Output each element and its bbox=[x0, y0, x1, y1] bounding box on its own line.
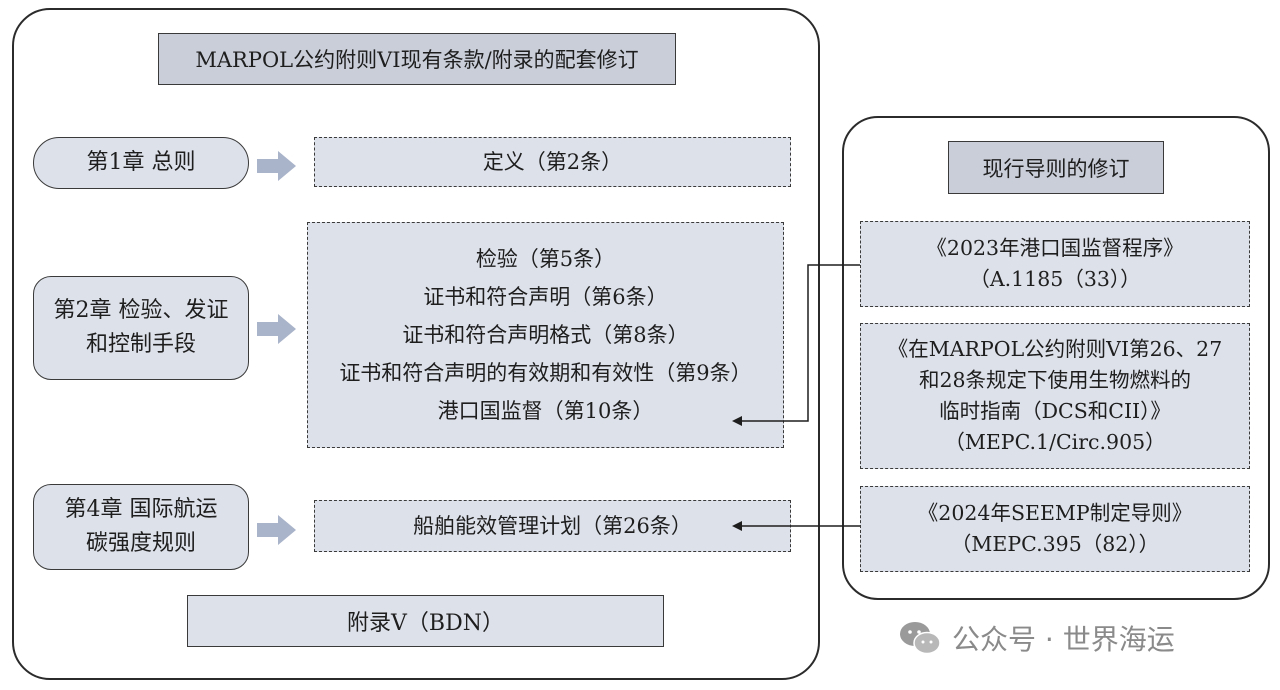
right-panel-title: 现行导则的修订 bbox=[948, 141, 1164, 194]
connector-psc-to-art10 bbox=[732, 264, 860, 426]
guideline-line: 《2024年SEEMP制定导则》 bbox=[917, 501, 1193, 525]
chapter-4-items-box: 船舶能效管理计划（第26条） bbox=[314, 500, 791, 552]
article-item: 检验（第5条） bbox=[475, 247, 616, 271]
guideline-line: 《2023年港口国监督程序》 bbox=[926, 236, 1184, 260]
guideline-box-1: 《2023年港口国监督程序》 （A.1185（33）） bbox=[860, 221, 1250, 307]
article-item: 船舶能效管理计划（第26条） bbox=[413, 514, 692, 538]
guideline-box-2: 《在MARPOL公约附则VI第26、27 和28条规定下使用生物燃料的 临时指南… bbox=[860, 323, 1250, 469]
guideline-line: 临时指南（DCS和CII）》 bbox=[939, 399, 1171, 423]
chapter-2-items-box: 检验（第5条） 证书和符合声明（第6条） 证书和符合声明格式（第8条） 证书和符… bbox=[307, 222, 784, 448]
guideline-line: 和28条规定下使用生物燃料的 bbox=[918, 368, 1192, 392]
article-item: 证书和符合声明（第6条） bbox=[423, 285, 668, 309]
chapter-4-label: 第4章 国际航运 碳强度规则 bbox=[33, 484, 249, 570]
guideline-line: 《在MARPOL公约附则VI第26、27 bbox=[887, 337, 1223, 361]
guideline-box-3: 《2024年SEEMP制定导则》 （MEPC.395（82）） bbox=[860, 486, 1250, 572]
guideline-line: （A.1185（33）） bbox=[969, 267, 1141, 291]
block-arrow-ch1 bbox=[257, 151, 296, 181]
article-item: 证书和符合声明的有效期和有效性（第9条） bbox=[339, 361, 752, 385]
wechat-icon bbox=[900, 622, 941, 655]
watermark-text: 公众号 · 世界海运 bbox=[952, 623, 1175, 656]
article-item: 港口国监督（第10条） bbox=[437, 399, 654, 423]
chapter-4-text-line: 碳强度规则 bbox=[85, 531, 196, 556]
block-arrow-ch4 bbox=[257, 515, 296, 545]
article-item: 证书和符合声明格式（第8条） bbox=[402, 323, 689, 347]
chapter-2-label: 第2章 检验、发证 和控制手段 bbox=[33, 276, 249, 380]
appendix-box: 附录V（BDN） bbox=[187, 595, 664, 647]
guideline-line: （MEPC.1/Circ.905） bbox=[944, 430, 1166, 454]
chapter-1-text: 第1章 总则 bbox=[86, 150, 196, 175]
chapter-4-text-line: 第4章 国际航运 bbox=[64, 497, 218, 522]
left-panel-title: MARPOL公约附则VI现有条款/附录的配套修订 bbox=[158, 33, 676, 85]
chapter-2-text-line: 和控制手段 bbox=[85, 332, 196, 357]
chapter-1-label: 第1章 总则 bbox=[33, 137, 249, 189]
chapter-1-items-box: 定义（第2条） bbox=[314, 137, 791, 187]
watermark: 公众号 · 世界海运 bbox=[898, 616, 1258, 660]
article-item: 定义（第2条） bbox=[482, 150, 623, 174]
guideline-line: （MEPC.395（82）） bbox=[950, 532, 1160, 556]
block-arrow-ch2 bbox=[257, 314, 296, 344]
chapter-2-text-line: 第2章 检验、发证 bbox=[53, 298, 229, 323]
